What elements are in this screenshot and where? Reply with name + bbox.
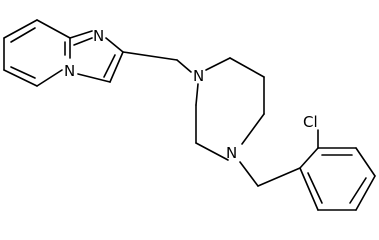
pyridine-ring: [3, 19, 71, 87]
methylene-bridge-top: [122, 51, 192, 73]
imidazole-ring: [69, 30, 124, 83]
structure-drawing: N N N N Cl: [3, 19, 376, 211]
benzene-ring: [299, 147, 376, 211]
atom-label-piperazine-n-bottom: N: [226, 144, 237, 162]
methylene-bridge-bottom: [239, 161, 301, 187]
molecule-diagram: N N N N Cl: [3, 19, 376, 211]
atom-label-bridgehead-n: N: [64, 62, 75, 80]
atom-label-imidazole-n: N: [93, 27, 104, 45]
atom-label-piperazine-n-top: N: [193, 67, 204, 85]
atom-label-chlorine: Cl: [303, 113, 318, 131]
piperazine-ring: [195, 57, 265, 161]
